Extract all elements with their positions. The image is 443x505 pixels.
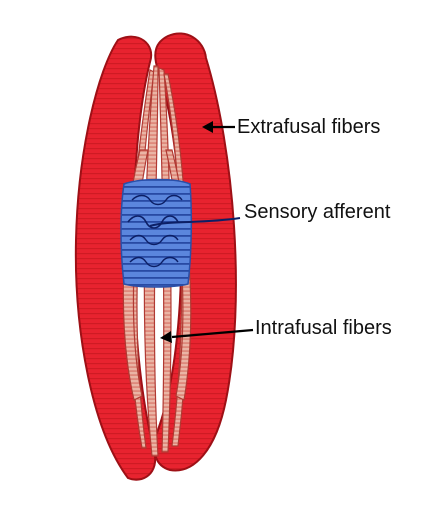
sensory-coil <box>127 215 179 229</box>
sensory-afferent-nerve <box>149 217 241 227</box>
intrafusal-arrow <box>160 328 254 343</box>
extrafusal-arrow <box>202 121 235 133</box>
sensory-region-band <box>120 178 193 288</box>
sensory-coil <box>131 194 183 206</box>
extrafusal-fibers-label: Extrafusal fibers <box>237 116 381 138</box>
sensory-coil <box>129 234 179 246</box>
sensory-coil <box>129 256 179 268</box>
sensory-afferent-label: Sensory afferent <box>244 201 391 223</box>
sensory-ending-region <box>120 178 193 288</box>
intrafusal-fibers-label: Intrafusal fibers <box>255 317 392 339</box>
